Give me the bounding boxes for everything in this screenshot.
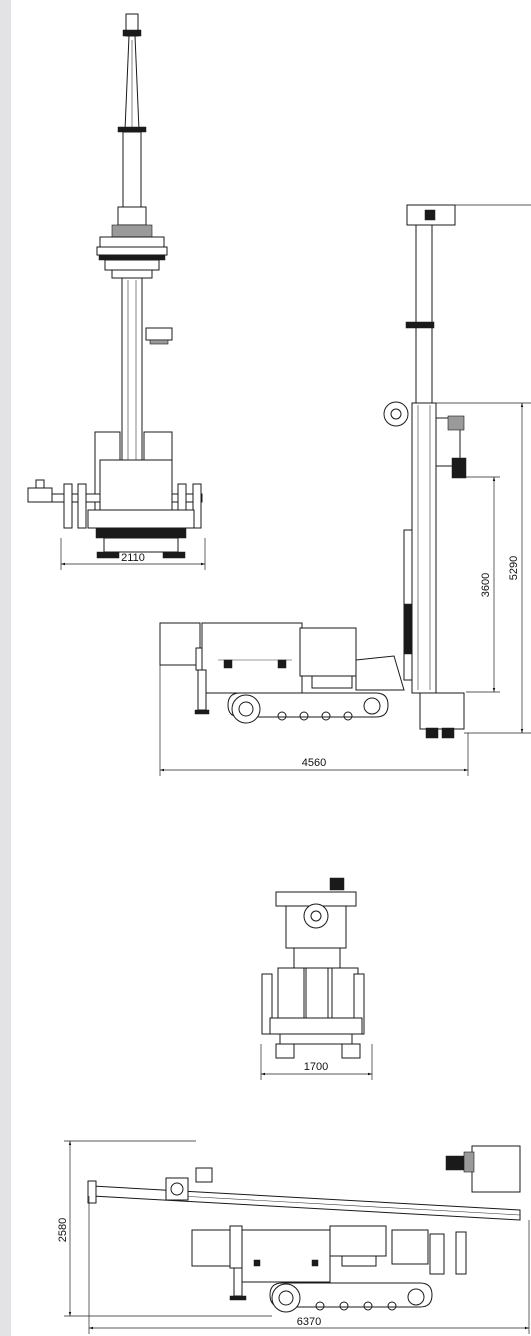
- side-view: [159, 204, 531, 776]
- rear-view: [260, 877, 373, 1080]
- dimension-side-length: 4560: [302, 757, 326, 769]
- dimension-transport-length: 6370: [297, 1316, 321, 1328]
- dimension-front-width: 2110: [121, 552, 145, 564]
- dimension-side-mast-height: 5290: [508, 556, 520, 580]
- transport-view: [64, 1140, 530, 1334]
- dimension-rear-width: 1700: [304, 1061, 328, 1073]
- front-view: [27, 13, 206, 570]
- dimension-transport-height: 2580: [57, 1218, 69, 1242]
- left-margin-strip: [0, 0, 11, 1336]
- dimension-side-stroke-height: 3600: [480, 573, 492, 597]
